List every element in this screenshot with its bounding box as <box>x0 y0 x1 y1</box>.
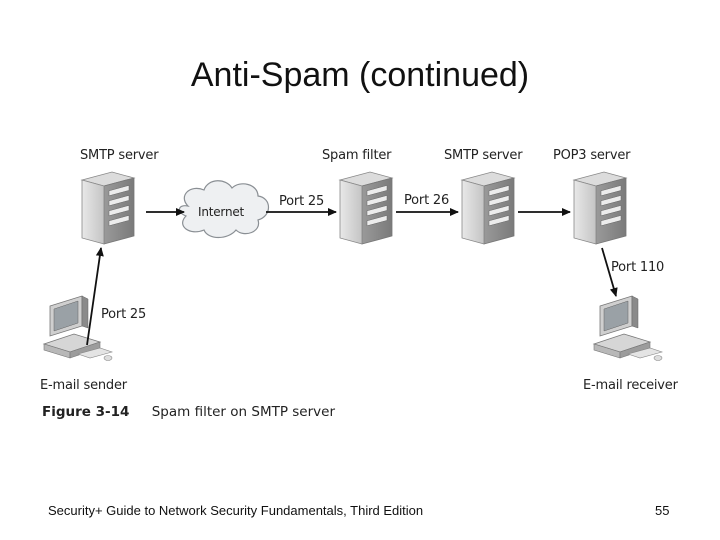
pop3-server-icon <box>573 171 627 245</box>
figure-caption: Figure 3-14 Spam filter on SMTP server <box>42 404 335 420</box>
arrow-pop3-to-receiver <box>601 247 618 297</box>
email-sender-computer-icon <box>43 295 113 361</box>
figure-caption-text: Spam filter on SMTP server <box>151 404 336 420</box>
slide-footer: Security+ Guide to Network Security Fund… <box>48 503 424 518</box>
arrow-sender-to-smtp <box>86 247 104 346</box>
page-number: 55 <box>655 503 670 518</box>
slide-title: Anti-Spam (continued) <box>190 56 530 94</box>
internet-cloud-icon <box>178 180 270 239</box>
internet-label: Internet <box>198 205 245 219</box>
email-receiver-computer-icon <box>593 295 663 361</box>
port-25-sender-label: Port 25 <box>101 307 147 322</box>
pop3-server-label: POP3 server <box>553 148 631 163</box>
spam-filter-label: Spam filter <box>322 148 392 163</box>
email-receiver-label: E-mail receiver <box>583 378 678 393</box>
smtp-server-1-label: SMTP server <box>80 148 159 163</box>
smtp-server-2-icon <box>461 171 515 245</box>
smtp-server-1-icon <box>81 171 135 245</box>
smtp-server-2-label: SMTP server <box>444 148 523 163</box>
email-sender-label: E-mail sender <box>40 378 127 393</box>
figure-number: Figure 3-14 <box>42 404 130 420</box>
port-26-label: Port 26 <box>404 193 450 208</box>
port-110-label: Port 110 <box>611 260 665 275</box>
spam-filter-server-icon <box>339 171 393 245</box>
port-25-internet-label: Port 25 <box>279 194 325 209</box>
